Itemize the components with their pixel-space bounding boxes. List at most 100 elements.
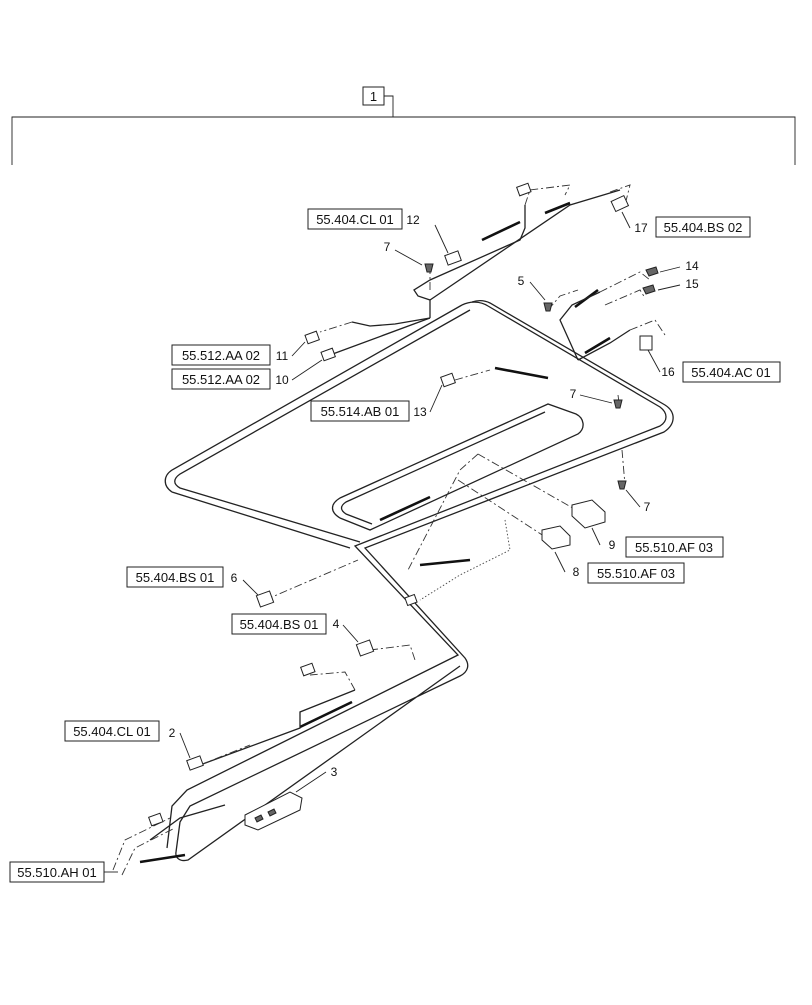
branch-14 (559, 291, 601, 361)
callout-17: 17 (634, 221, 648, 235)
ref-8: 55.510.AF 03 (597, 566, 675, 581)
connector-11 (304, 330, 320, 345)
ref-box-6 (126, 566, 224, 588)
leader-7c (625, 489, 641, 508)
heavy-wire-segments (139, 201, 611, 864)
fuse-block-detail (254, 808, 277, 823)
harness-left-run (164, 304, 463, 549)
assembly-bracket: 1 (11, 86, 796, 165)
dash-to-4 (369, 644, 416, 661)
heavy-wire (379, 495, 431, 522)
dotted-ground (419, 519, 511, 601)
center-branches (407, 369, 586, 601)
callout-9: 9 (609, 538, 616, 552)
parts (148, 182, 659, 831)
ref-box-9 (625, 536, 724, 558)
leader-3 (295, 771, 327, 793)
ref-box-16 (682, 361, 781, 383)
leader-7a (394, 249, 423, 266)
callout-16: 16 (661, 365, 675, 379)
callout-numbers: 12 7 5 17 14 15 16 7 7 11 10 13 9 8 6 4 … (169, 213, 699, 779)
branch-17 (429, 189, 621, 301)
connector-10 (320, 347, 336, 362)
dash-to-5 (547, 289, 579, 311)
clip-5 (543, 302, 553, 312)
reference-boxes: 55.404.CL 01 55.404.BS 02 55.512.AA 02 5… (9, 208, 781, 883)
connector-12 (444, 250, 462, 266)
ref-box-10 (171, 368, 271, 390)
leader-4 (342, 624, 359, 643)
harness-inner-line (166, 301, 667, 849)
ref-6: 55.404.BS 01 (136, 570, 215, 585)
upper-branches (319, 184, 631, 356)
callout-4: 4 (333, 617, 340, 631)
leader-16 (647, 349, 661, 373)
leader-17 (621, 211, 631, 229)
connector-17 (610, 194, 630, 213)
connector-lower (300, 662, 316, 677)
assembly-leader (384, 95, 394, 117)
leader-5 (529, 281, 546, 301)
callout-6: 6 (231, 571, 238, 585)
branch-16 (577, 329, 631, 361)
ref-box-2 (64, 720, 160, 742)
terminal-15 (642, 284, 656, 295)
ref-box-8 (587, 562, 685, 584)
leader-14 (659, 266, 681, 273)
callout-5: 5 (518, 274, 525, 288)
heavy-wire (299, 700, 353, 729)
connector-13 (440, 372, 456, 388)
ref-9: 55.510.AF 03 (635, 540, 713, 555)
dash-center (407, 453, 479, 571)
ref-2: 55.404.CL 01 (73, 724, 151, 739)
dash-to-6 (264, 559, 359, 601)
ref-box-12 (307, 208, 403, 230)
leader-6 (242, 579, 259, 596)
callout-12: 12 (406, 213, 420, 227)
clip-7-right (613, 399, 623, 409)
ref-10: 55.512.AA 02 (182, 372, 260, 387)
leader-10 (291, 359, 323, 381)
leader-11 (291, 341, 306, 357)
dash-to-1b (121, 827, 176, 876)
ref-11: 55.512.AA 02 (182, 348, 260, 363)
connector-top (516, 182, 532, 197)
ref-box-11 (171, 344, 271, 366)
leader-15 (657, 284, 681, 291)
ref-1: 55.510.AH 01 (17, 865, 97, 880)
dash-to-9 (477, 453, 586, 516)
leader-8 (554, 551, 566, 573)
ref-box-13 (310, 400, 410, 422)
heavy-wire (544, 201, 571, 215)
clip-7-top (424, 263, 434, 273)
clip-7-lower (617, 480, 627, 490)
dash-to-2 (199, 744, 251, 766)
ref-box-17 (655, 216, 751, 238)
ref-17: 55.404.BS 02 (664, 220, 743, 235)
dash-to-13 (454, 369, 491, 381)
connector-6 (255, 590, 275, 608)
branch-1 (149, 804, 226, 841)
leader-2 (179, 732, 191, 759)
connector-8 (541, 525, 571, 550)
branch-10 (329, 317, 431, 356)
callout-8: 8 (573, 565, 580, 579)
ref-16: 55.404.AC 01 (691, 365, 771, 380)
ref-box-4 (231, 613, 327, 635)
dash-to-connector (524, 184, 571, 206)
callout-leaders (179, 211, 681, 793)
dash-to-7c (621, 449, 626, 486)
right-branches (547, 271, 666, 486)
heavy-wire (419, 558, 471, 567)
callout-14: 14 (685, 259, 699, 273)
ground-terminal (404, 593, 418, 607)
harness-inner-loop-2 (340, 411, 546, 525)
harness-inner-loop (331, 403, 584, 531)
connector-1-end (148, 812, 164, 827)
terminal-14 (645, 266, 659, 277)
dash-to-14 (599, 271, 651, 293)
branch-2 (199, 689, 356, 766)
callout-3: 3 (331, 765, 338, 779)
